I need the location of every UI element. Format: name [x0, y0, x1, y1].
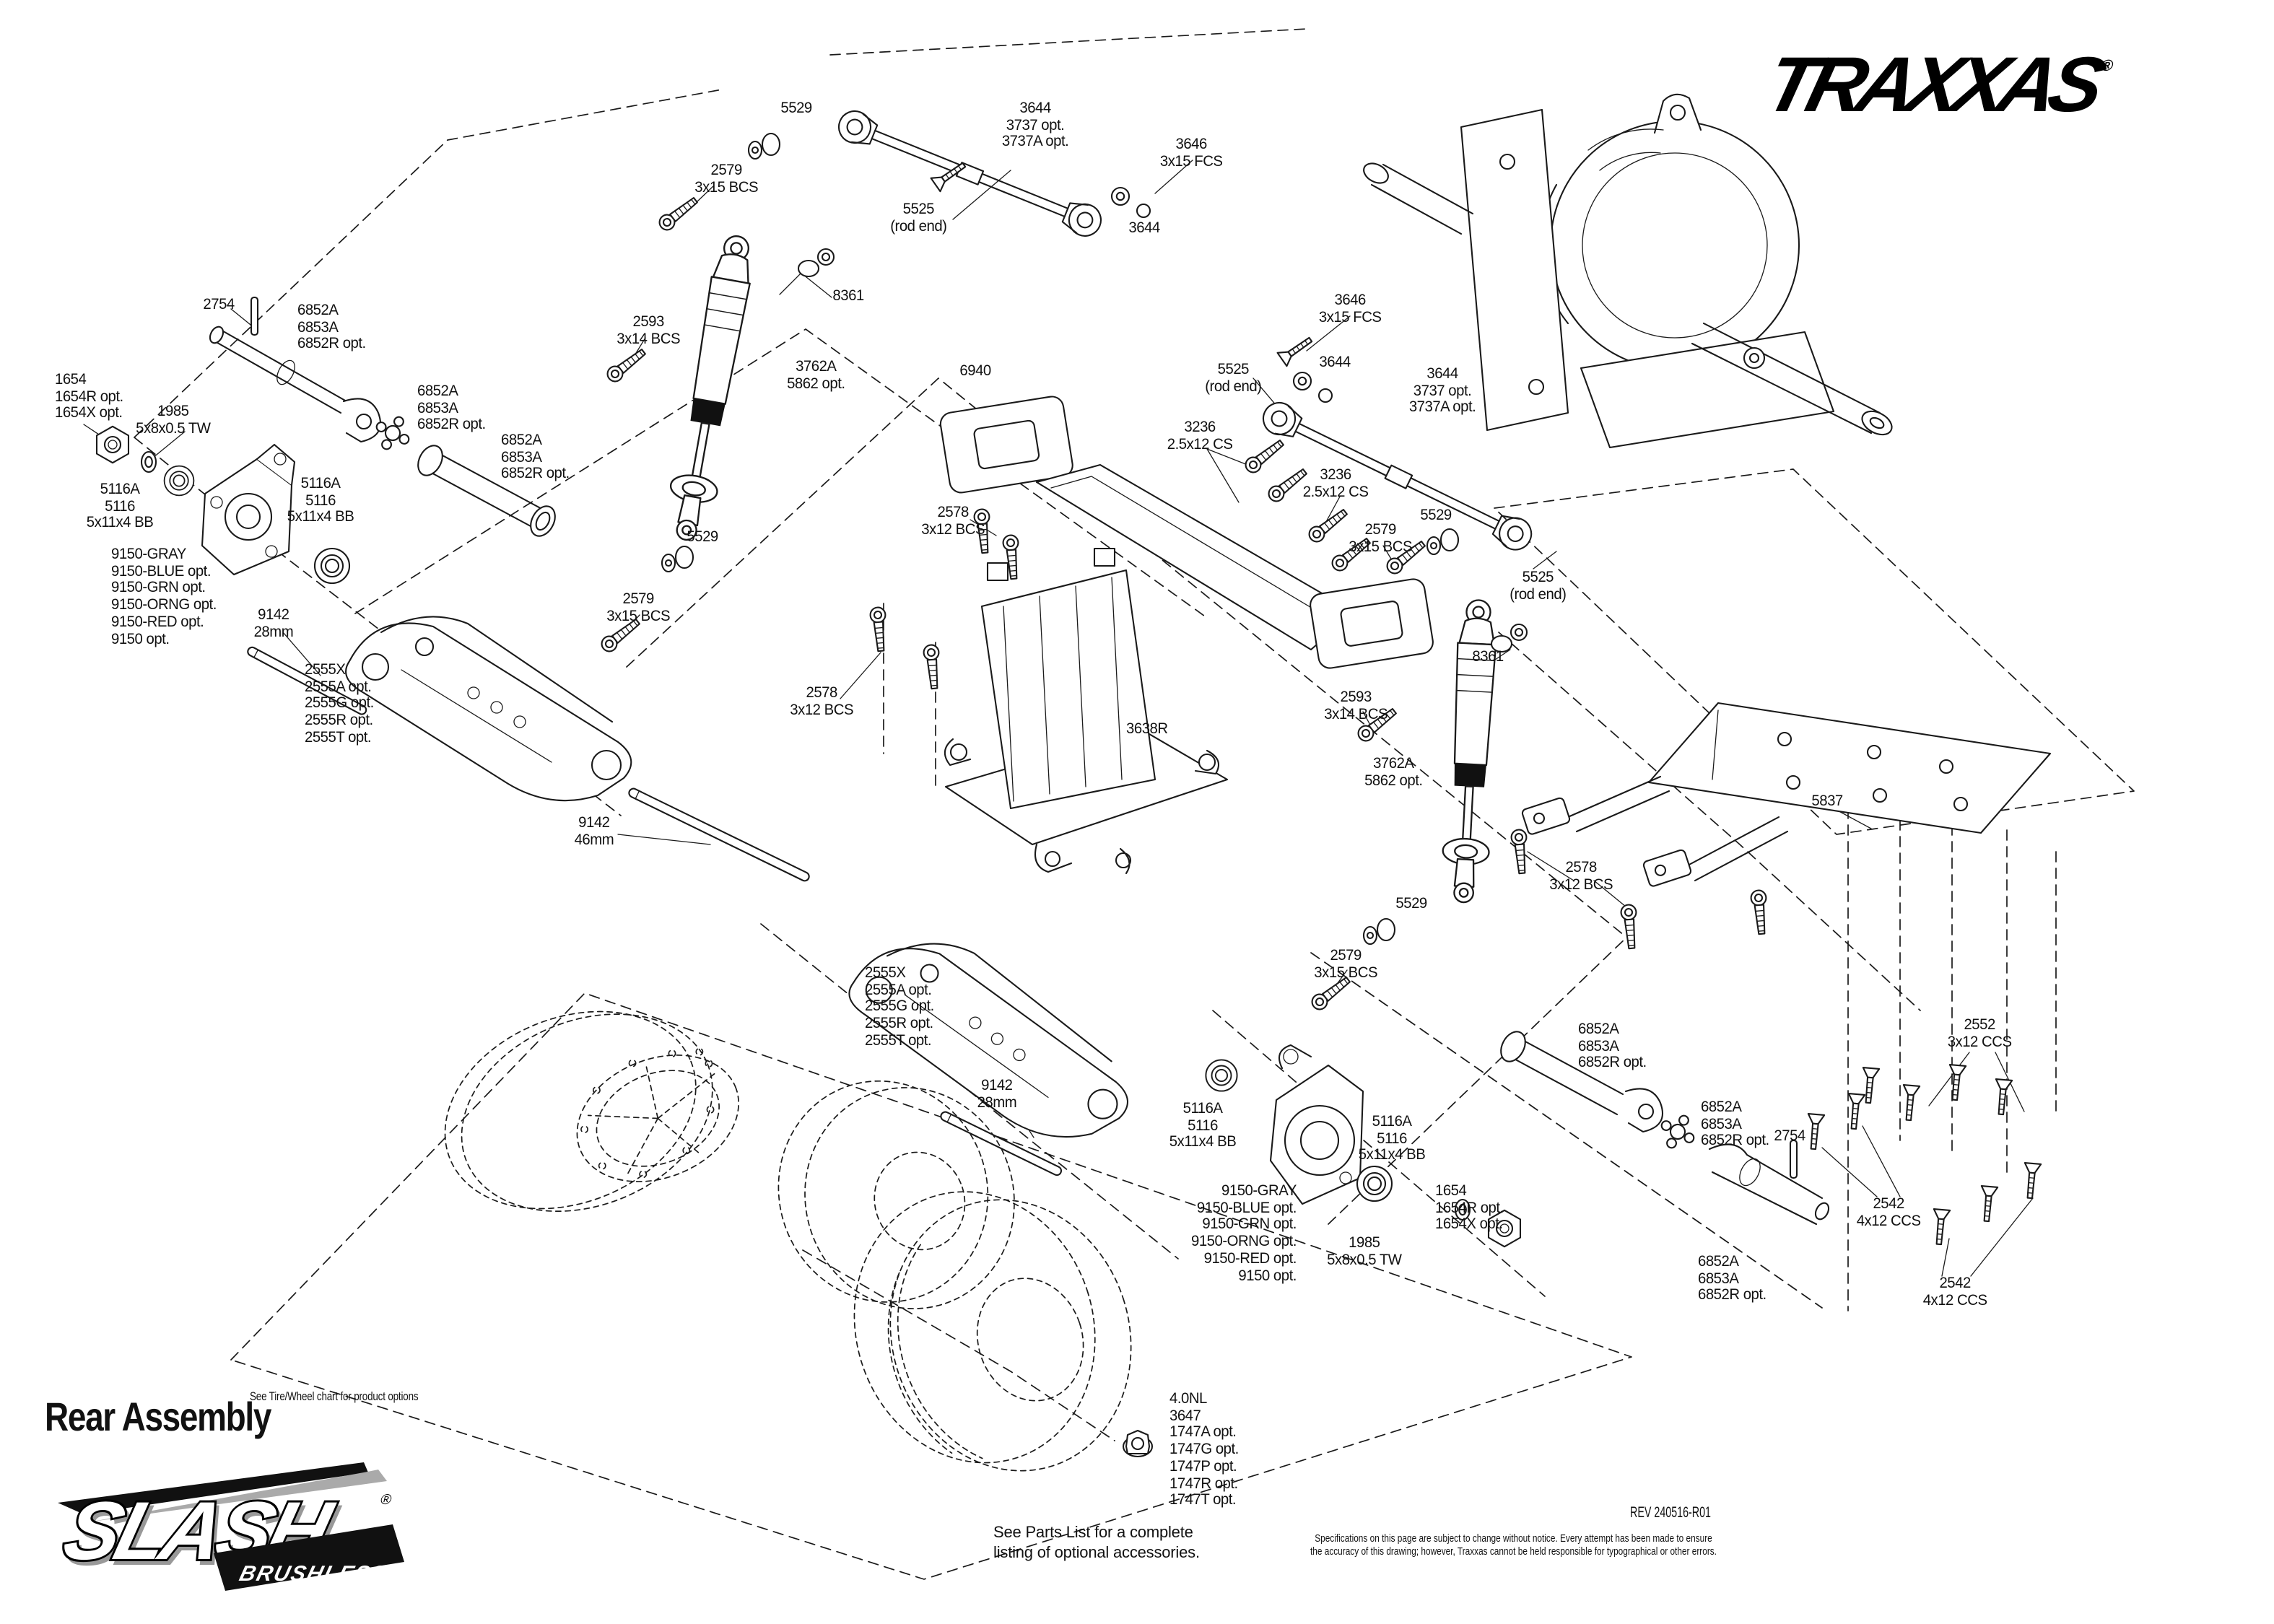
part-label-5525-mid: 5525(rod end) [1205, 361, 1262, 396]
axle-carrier-left [201, 443, 296, 576]
wheel-tire-set [444, 1010, 1132, 1472]
tire-wheel-note: See Tire/Wheel chart for product options [250, 1389, 419, 1403]
slash-registered: ® [379, 1492, 393, 1508]
revision-code: REV 240516-R01 [1630, 1504, 1711, 1522]
suspension-arm-mid [848, 943, 1129, 1138]
part-label-8361-left: 8361 [832, 287, 864, 305]
bulkhead-3638R [944, 547, 1229, 875]
hardware [95, 132, 2042, 1458]
brushless-text: BRUSHLESS [237, 1561, 389, 1585]
part-label-5529-top: 5529 [780, 100, 812, 117]
transmission-assembly [1363, 93, 1893, 449]
parts-list-note: See Parts List for a complete listing of… [993, 1524, 1200, 1562]
part-label-3644-top: 3644 [1128, 219, 1160, 237]
suspension-arm-left [345, 616, 632, 802]
part-label-3644-mid: 3644 [1319, 354, 1351, 371]
chassis-brace-6940 [939, 396, 1434, 669]
part-label-5529-right: 5529 [1420, 507, 1452, 524]
page-title: Rear Assembly [45, 1394, 271, 1439]
part-label-6940: 6940 [959, 362, 991, 380]
part-label-5525-right: 5525(rod end) [1510, 569, 1567, 603]
part-label-2754-left: 2754 [203, 296, 235, 313]
axle-carrier-bottom [1269, 1044, 1364, 1205]
slash-logo: SLASH SLASH ® BRUSHLESS [53, 1462, 404, 1591]
part-label-5525-top: 5525(rod end) [890, 201, 947, 235]
part-label-5837: 5837 [1811, 793, 1843, 810]
body-mount-5837 [1521, 702, 2052, 887]
driveline-top-left [209, 296, 556, 537]
part-label-5529-mid-left: 5529 [687, 528, 718, 546]
part-label-5529-bottom: 5529 [1395, 895, 1427, 912]
upper-camber-link-right [1257, 396, 1538, 556]
driveline-bottom-right [1500, 1031, 1830, 1226]
part-label-3638R: 3638R [1126, 720, 1168, 738]
part-label-2754-right: 2754 [1774, 1127, 1805, 1145]
traxxas-logo: TRAXXAS® [1756, 42, 2115, 128]
part-label-8361-right: 8361 [1472, 648, 1504, 665]
disclaimer: Specifications on this page are subject … [1310, 1532, 1717, 1558]
